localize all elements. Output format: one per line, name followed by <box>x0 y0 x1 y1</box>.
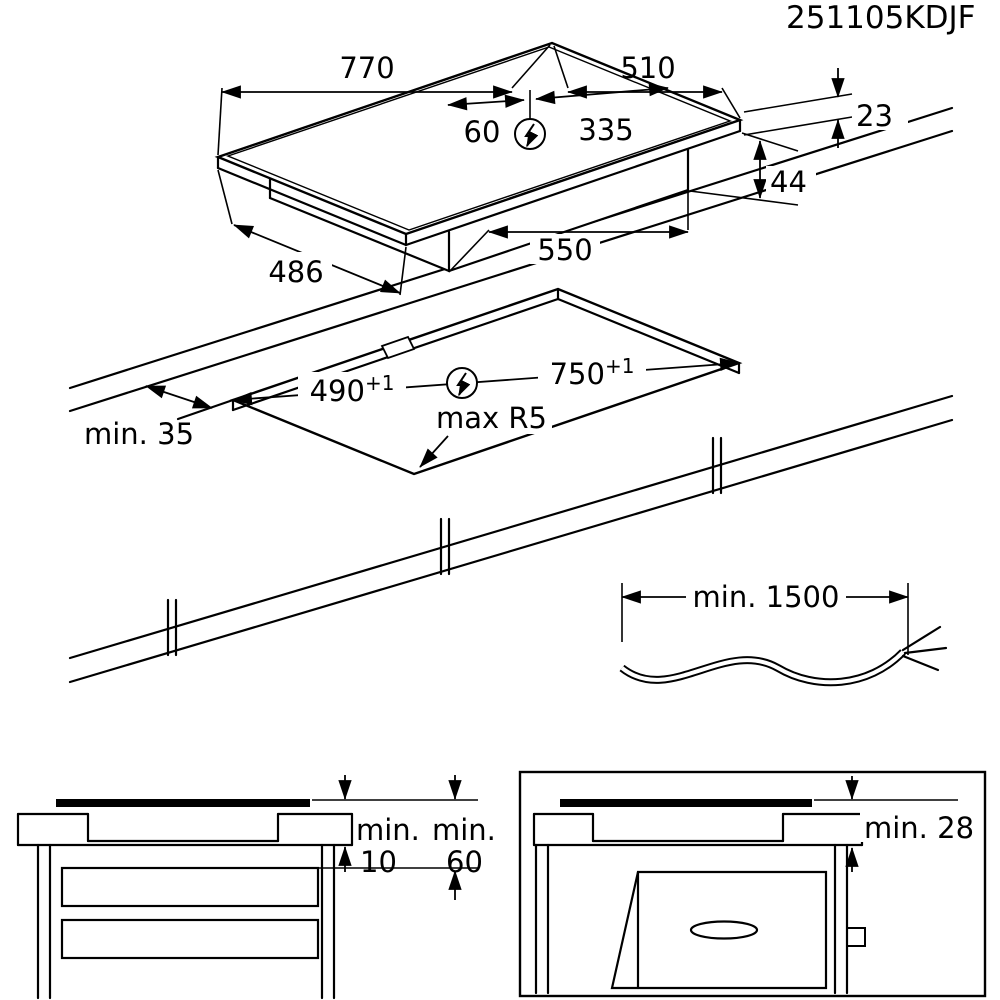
drawer-lower <box>60 918 320 960</box>
dim-corner-radius: max R5 <box>419 401 552 468</box>
cabinet-knob <box>846 927 866 947</box>
dim-body-height-label: 44 <box>770 165 807 199</box>
dim-body-width: 550 <box>448 192 689 273</box>
cutout-depth-tolerance: +1 <box>365 371 394 395</box>
dim-body-width-label: 550 <box>537 233 592 267</box>
dim-drawer-clearances: min. 10 min. 60 <box>312 775 496 900</box>
oven-handle <box>689 920 759 940</box>
dim-connection-left-label: 60 <box>464 115 501 149</box>
cutout-width-value: 750 <box>550 357 605 391</box>
dim-connection-right-label: 335 <box>578 113 633 147</box>
countertop-front-edge <box>68 394 954 684</box>
dim-top-clearance-value: 10 <box>360 845 397 879</box>
dim-body-depth: 486 <box>217 169 407 296</box>
drawer-cabinet <box>36 843 336 1000</box>
dim-oven-clearance: min. 28 <box>814 776 978 872</box>
worktop-profile <box>532 812 864 847</box>
dim-hob-width: 770 <box>217 44 551 156</box>
dim-body-height: 44 <box>689 132 816 206</box>
dim-bottom-clearance-value: 60 <box>446 845 483 879</box>
power-cable <box>619 625 948 687</box>
model-number: 251105KDJF <box>786 0 976 36</box>
drawer-clearance-section: min. 10 min. 60 <box>16 775 496 1000</box>
worktop-profile <box>16 812 354 847</box>
dim-cutout-width-label: 750+1 <box>550 354 635 391</box>
section-frame <box>518 770 987 998</box>
dim-corner-radius-label: max R5 <box>436 401 547 435</box>
worktop-cutout-view: 490+1 750+1 max R5 min. 35 <box>84 287 743 476</box>
drawer-upper <box>60 866 320 908</box>
dim-bottom-clearance-prefix: min. <box>432 813 496 847</box>
dim-oven-clearance-label: min. 28 <box>864 811 974 845</box>
dim-glass-thickness-label: 23 <box>856 99 893 133</box>
power-cable-view: min. 1500 <box>619 578 948 687</box>
hob-isometric-view: 770 510 60 335 23 <box>214 41 908 296</box>
cutout-depth-value: 490 <box>310 374 365 408</box>
dim-hob-depth: 510 <box>553 45 741 119</box>
dim-cutout-depth-label: 490+1 <box>310 371 395 408</box>
oven-cabinet <box>534 843 866 995</box>
dim-connection-position: 60 335 <box>447 82 669 149</box>
dim-rear-clearance-label: min. 35 <box>84 417 194 451</box>
dim-body-depth-label: 486 <box>268 255 323 289</box>
electrical-connection-icon <box>446 367 478 399</box>
oven-clearance-section: min. 28 <box>518 770 987 998</box>
cutout-width-tolerance: +1 <box>605 354 634 378</box>
dim-rear-clearance: min. 35 <box>84 385 213 451</box>
dim-cutout-size: 490+1 750+1 <box>232 354 740 408</box>
dim-glass-thickness: 23 <box>743 68 908 148</box>
oven-front <box>610 870 828 990</box>
electrical-connection-icon <box>514 118 546 150</box>
dim-cable-length-label: min. 1500 <box>693 580 840 614</box>
dim-hob-depth-label: 510 <box>620 51 675 85</box>
dim-hob-width-label: 770 <box>339 51 394 85</box>
dim-top-clearance-prefix: min. <box>356 813 420 847</box>
